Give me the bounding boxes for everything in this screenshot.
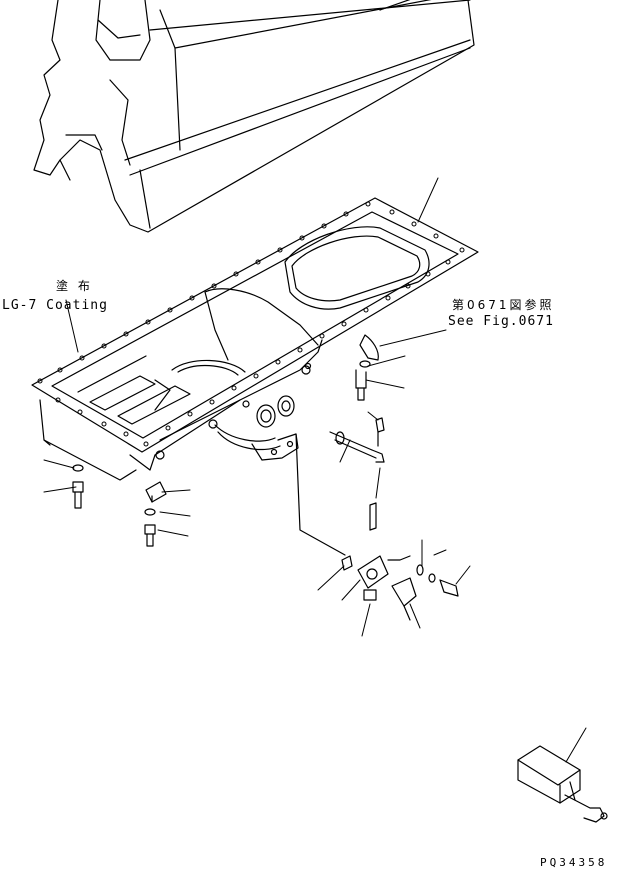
engine-block: [33, 0, 475, 233]
sensor-group: [341, 502, 459, 621]
oil-pan: [31, 197, 479, 481]
left-fasteners: [72, 464, 167, 547]
pipe-assembly: [214, 395, 346, 556]
separate-tool: [517, 745, 608, 823]
level-gauge-fitting: [329, 334, 385, 463]
reference-label-jp: 第0671図参照: [452, 298, 555, 312]
coating-label-jp: 塗 布: [56, 279, 93, 293]
reference-label-en: See Fig.0671: [448, 314, 554, 329]
figure-code: PQ34358: [540, 856, 608, 869]
coating-label-en: LG-7 Coating: [2, 298, 108, 313]
leader-lines: [43, 177, 587, 763]
